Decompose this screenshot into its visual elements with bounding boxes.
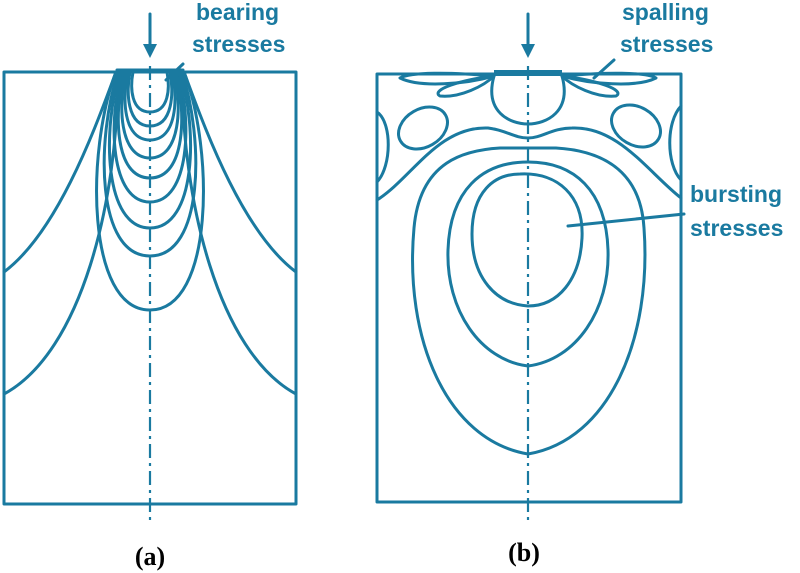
panel-b-bursting-contour: [446, 160, 610, 368]
panel-b: spalling stresses bursting stresses (b): [375, 0, 783, 567]
panel-a-load-arrow: [143, 12, 157, 58]
bursting-stresses-leader: [566, 212, 686, 228]
bursting-stresses-label-line2: stresses: [690, 215, 783, 241]
bursting-stresses-label-line1: bursting: [690, 181, 782, 207]
panel-a-contour: [120, 70, 180, 160]
panel-b-bursting-contour: [411, 146, 647, 456]
panel-a-contour: [126, 70, 174, 128]
panel-a-contour: [2, 70, 298, 396]
panel-b-side-lobe: [610, 103, 662, 149]
panel-b-side-lobe: [397, 105, 449, 151]
spalling-stresses-label-line2: stresses: [620, 31, 713, 57]
bearing-stresses-label-line2: stresses: [192, 31, 285, 57]
panel-b-spalling-contour: [560, 74, 620, 98]
panel-b-arrowhead: [521, 44, 535, 58]
panel-a-contour: [108, 70, 192, 230]
panel-b-caption: (b): [508, 538, 540, 567]
panel-a-label-leader: [164, 62, 185, 82]
panel-b-edge-lobe: [375, 110, 390, 184]
panel-a-stress-contours: [2, 70, 298, 396]
panel-b-transition-contour: [375, 126, 683, 202]
panel-a-contour: [95, 70, 205, 312]
panel-a-arrowhead: [143, 44, 157, 58]
panel-b-bearing-bubble: [490, 74, 566, 126]
panel-a-contour: [102, 70, 198, 258]
panel-b-bursting-contour: [470, 172, 584, 308]
panel-a-contour: [116, 70, 184, 180]
panel-a-contour: [123, 70, 177, 142]
panel-b-load-arrow: [521, 12, 535, 58]
panel-b-stress-contours: [375, 71, 683, 456]
panel-b-spalling-contour: [436, 74, 496, 98]
panel-a-caption: (a): [135, 542, 165, 571]
bearing-stresses-label-line1: bearing: [196, 0, 279, 25]
panel-a-contour: [130, 70, 170, 114]
panel-a-contour: [112, 70, 188, 204]
spalling-stresses-leader: [592, 58, 616, 80]
panel-a: bearing stresses (a): [2, 0, 298, 571]
spalling-stresses-label-line1: spalling: [622, 0, 709, 25]
panel-b-bearing-plate: [494, 70, 562, 76]
panel-b-edge-lobe: [668, 104, 683, 182]
